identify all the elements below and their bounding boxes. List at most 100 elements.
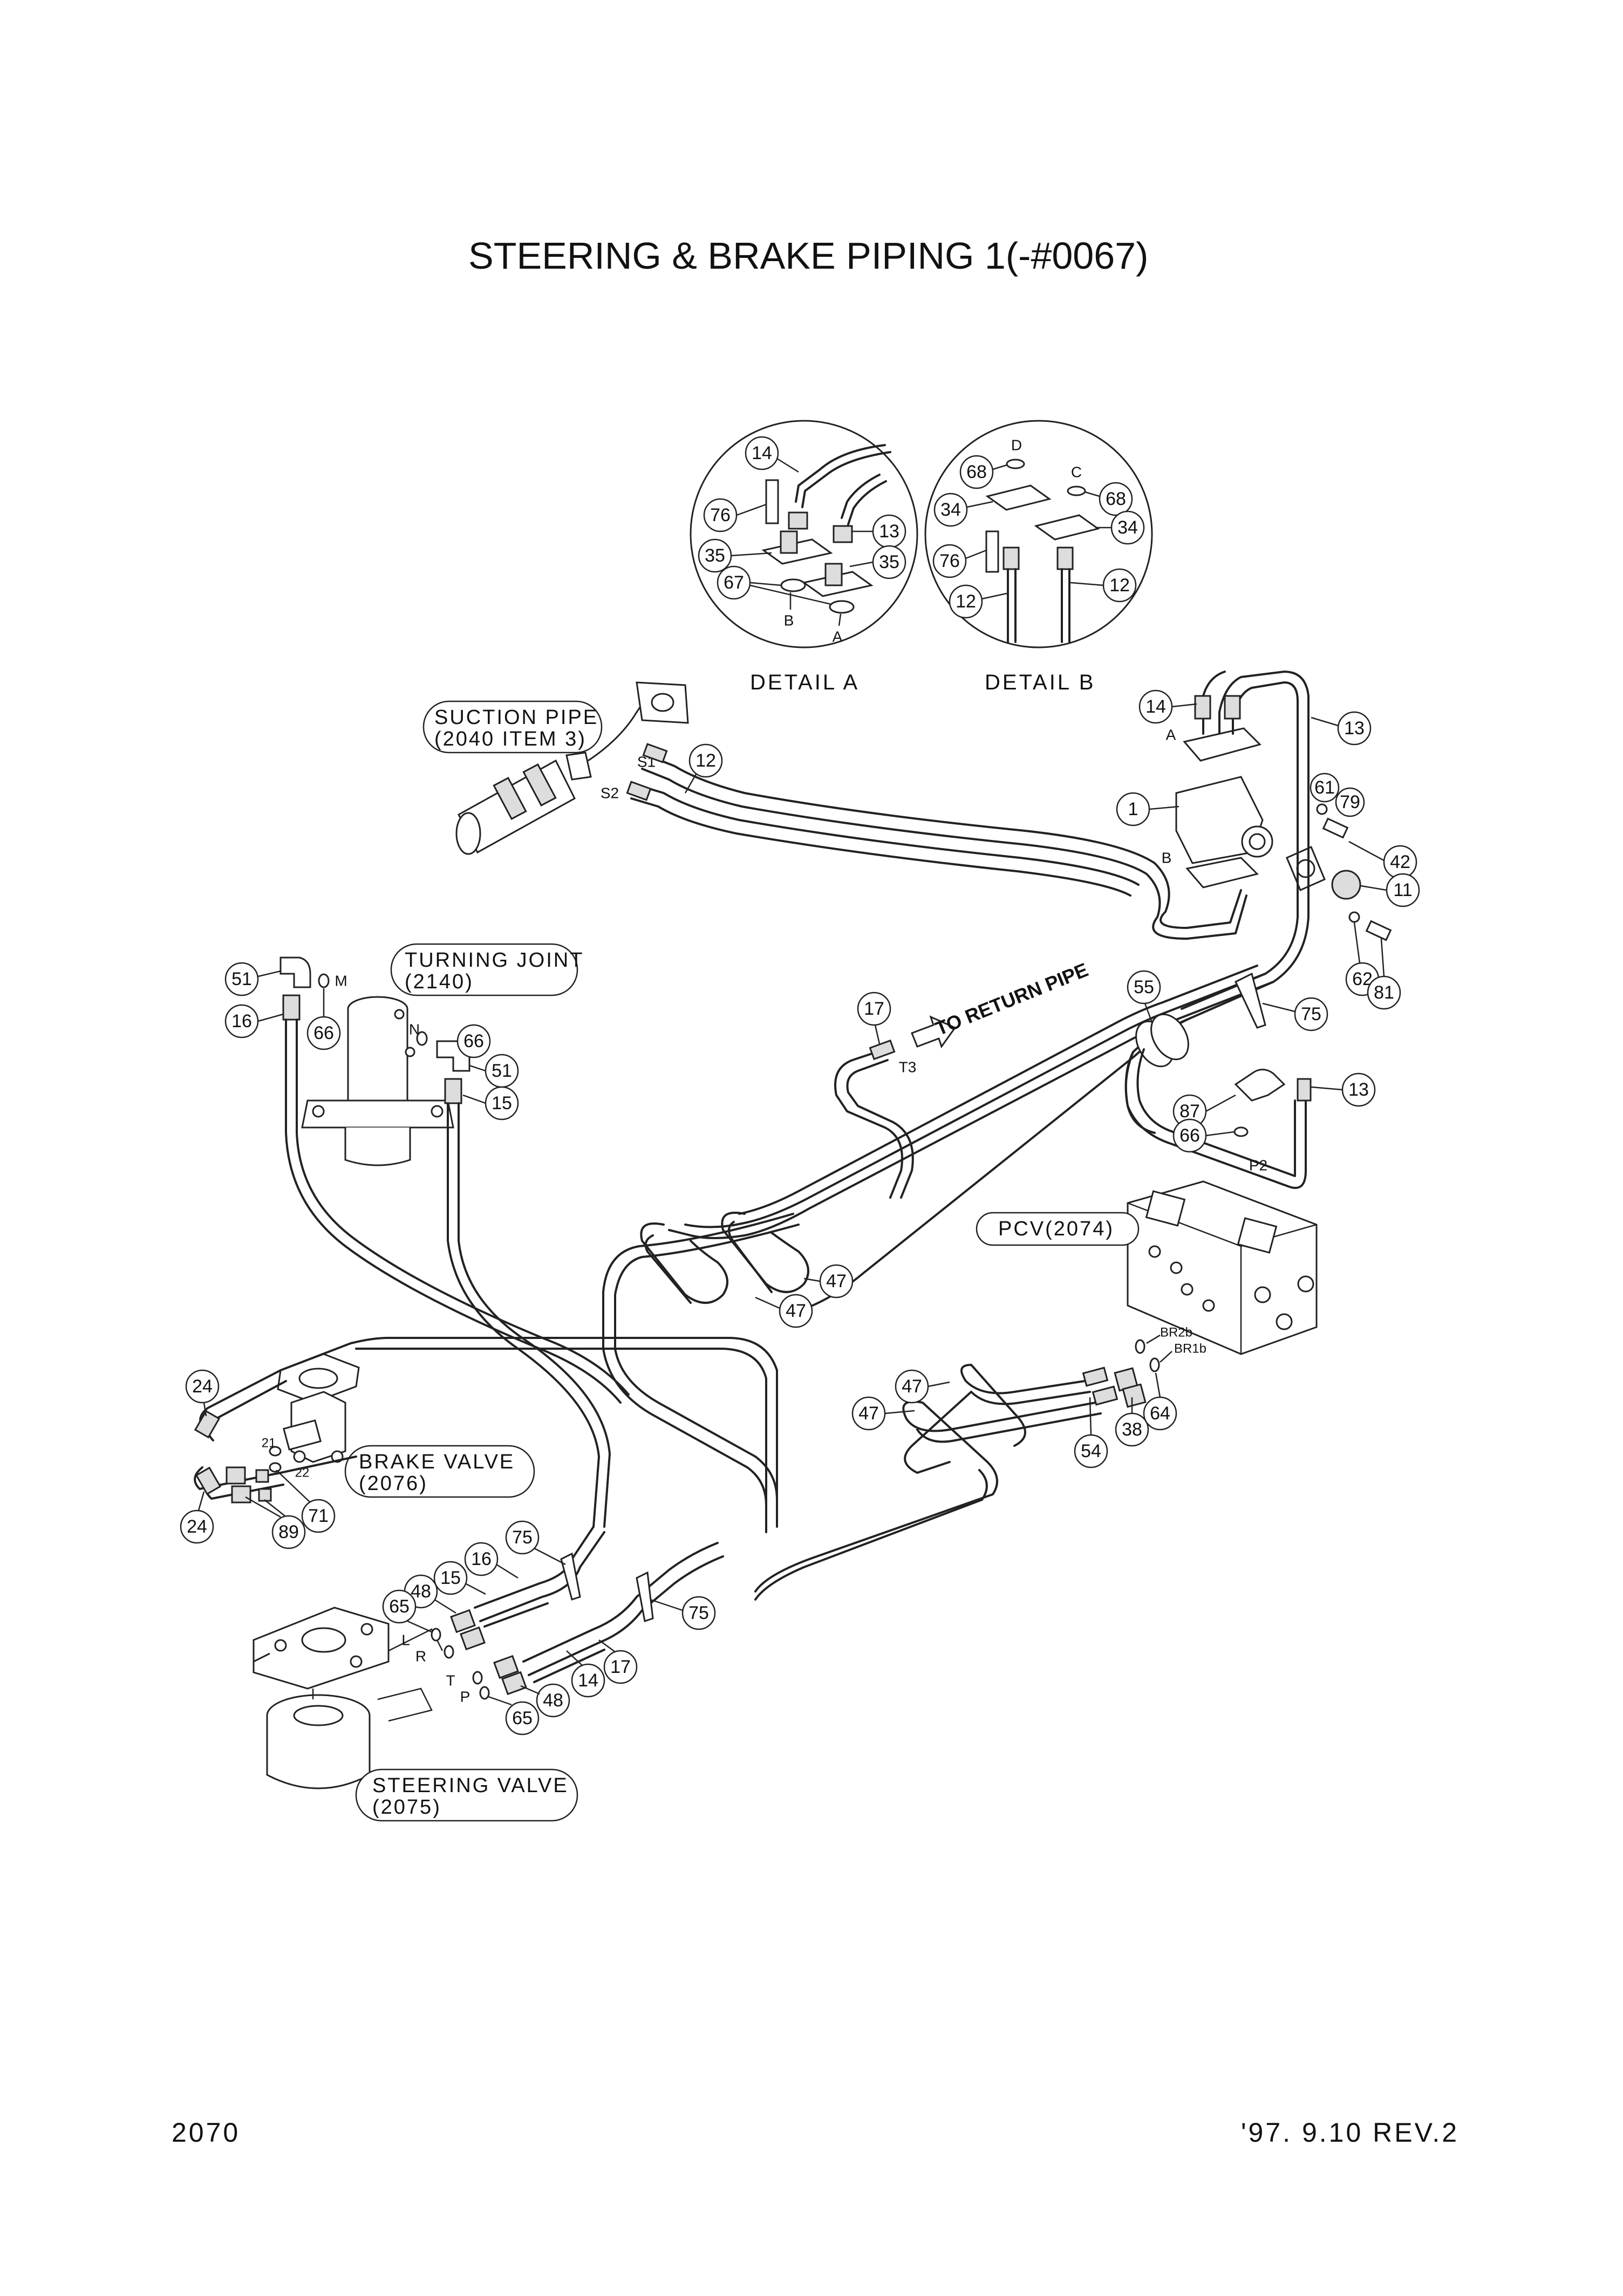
port-21: 21 [262, 1436, 276, 1451]
item-61: 61 [1310, 773, 1340, 803]
item-24-top: 24 [185, 1369, 220, 1404]
svg-text:PCV(2074): PCV(2074) [998, 1218, 1114, 1240]
detail-b-item-68-right: 68 [1099, 482, 1133, 516]
svg-text:61: 61 [1314, 777, 1335, 798]
return-pipe-t3 [834, 1015, 957, 1199]
svg-text:51: 51 [492, 1061, 512, 1081]
detail-b-item-12-left: 12 [949, 584, 983, 619]
port-s2: S2 [601, 785, 619, 802]
detail-a-label: DETAIL A [750, 671, 860, 694]
port-r: R [415, 1648, 426, 1665]
detail-b-label: DETAIL B [985, 671, 1095, 694]
suction-pipe-callout: SUCTION PIPE (2040 ITEM 3) [422, 700, 603, 754]
svg-text:34: 34 [940, 500, 961, 520]
svg-text:66: 66 [463, 1031, 484, 1051]
svg-text:24: 24 [192, 1376, 213, 1397]
port-t3: T3 [899, 1059, 917, 1076]
svg-text:13: 13 [1344, 718, 1365, 739]
svg-text:64: 64 [1150, 1403, 1170, 1424]
item-89: 89 [271, 1515, 306, 1549]
svg-text:15: 15 [440, 1568, 461, 1588]
port-br1b: BR1b [1174, 1342, 1206, 1356]
svg-text:89: 89 [278, 1522, 299, 1542]
detail-b-item-76: 76 [932, 544, 967, 578]
svg-text:34: 34 [1117, 517, 1138, 538]
detail-a-item-35-left: 35 [698, 538, 732, 573]
svg-text:65: 65 [389, 1596, 410, 1617]
svg-text:(2040 ITEM 3): (2040 ITEM 3) [434, 728, 587, 750]
item-66-left: 66 [306, 1016, 341, 1050]
item-66-right: 66 [456, 1024, 491, 1058]
svg-text:35: 35 [879, 552, 899, 572]
item-17-sv: 17 [603, 1650, 638, 1684]
svg-text:48: 48 [543, 1690, 563, 1711]
pump-assembly [1175, 727, 1392, 941]
svg-text:(2140): (2140) [405, 971, 474, 993]
item-75-left: 75 [505, 1520, 540, 1555]
item-51-left: 51 [224, 962, 259, 996]
item-16-left: 16 [224, 1004, 259, 1038]
port-t: T [446, 1672, 455, 1689]
svg-text:38: 38 [1122, 1419, 1142, 1440]
svg-text:13: 13 [879, 521, 899, 542]
detail-a: 14 76 13 35 35 67 B A [690, 420, 918, 648]
svg-text:12: 12 [956, 591, 976, 612]
page-number: 2070 [172, 2117, 240, 2148]
svg-text:55: 55 [1134, 977, 1154, 997]
svg-text:SUCTION PIPE: SUCTION PIPE [434, 706, 598, 729]
svg-text:75: 75 [1301, 1004, 1321, 1024]
svg-text:47: 47 [858, 1403, 879, 1424]
detail-b-item-34-right: 34 [1110, 510, 1145, 545]
item-47-d: 47 [851, 1396, 886, 1431]
item-16-sv: 16 [464, 1542, 499, 1576]
svg-text:17: 17 [864, 999, 884, 1019]
detail-a-item-76: 76 [703, 498, 738, 532]
brake-valve [269, 1353, 360, 1473]
item-51-right: 51 [485, 1054, 519, 1088]
item-1-pump: 1 [1116, 792, 1150, 826]
item-14-pump: 14 [1138, 689, 1173, 724]
port-l: L [401, 1632, 410, 1649]
svg-text:14: 14 [578, 1670, 598, 1691]
detail-b-item-12-right: 12 [1102, 568, 1137, 603]
suction-hoses-12 [626, 743, 1247, 940]
item-11: 11 [1386, 873, 1420, 907]
brake-valve-callout: BRAKE VALVE (2076) [344, 1445, 535, 1498]
svg-text:68: 68 [1106, 489, 1126, 509]
svg-text:68: 68 [966, 462, 987, 482]
item-47-c: 47 [895, 1369, 929, 1404]
svg-text:(2075): (2075) [372, 1796, 441, 1819]
item-75-upper: 75 [1294, 997, 1328, 1031]
steering-valve-callout: STEERING VALVE (2075) [355, 1768, 578, 1822]
item-64: 64 [1143, 1396, 1177, 1431]
port-m: M [335, 973, 347, 989]
svg-text:75: 75 [512, 1527, 533, 1548]
clamp-75-left [560, 1552, 581, 1601]
svg-text:42: 42 [1390, 852, 1410, 872]
pcv-callout: PCV(2074) [976, 1212, 1140, 1246]
item-66-pcv: 66 [1172, 1118, 1207, 1153]
svg-text:47: 47 [786, 1301, 806, 1321]
svg-text:1: 1 [1128, 799, 1138, 819]
return-pipe-label: TO RETURN PIPE [932, 959, 1092, 1040]
svg-text:65: 65 [512, 1708, 533, 1728]
svg-text:TURNING JOINT: TURNING JOINT [405, 949, 584, 972]
svg-text:87: 87 [1179, 1101, 1200, 1122]
detail-a-item-14: 14 [745, 436, 779, 470]
item-14-sv: 14 [571, 1663, 605, 1698]
svg-text:48: 48 [411, 1581, 431, 1602]
svg-text:76: 76 [710, 505, 731, 525]
svg-text:66: 66 [1179, 1125, 1200, 1146]
port-p2: P2 [1249, 1157, 1267, 1174]
page-title: STEERING & BRAKE PIPING 1(-#0067) [468, 235, 1148, 277]
steering-valve-hoses [450, 1526, 724, 1696]
svg-text:BRAKE VALVE: BRAKE VALVE [359, 1451, 515, 1473]
pump-port-a: A [1166, 727, 1176, 743]
item-65-top: 65 [382, 1589, 417, 1624]
svg-text:14: 14 [752, 443, 772, 463]
steering-valve [253, 1607, 390, 1789]
turning-joint [301, 996, 454, 1166]
svg-text:81: 81 [1374, 982, 1394, 1003]
suction-pipe-assembly [455, 681, 689, 855]
item-12-main: 12 [688, 743, 723, 778]
